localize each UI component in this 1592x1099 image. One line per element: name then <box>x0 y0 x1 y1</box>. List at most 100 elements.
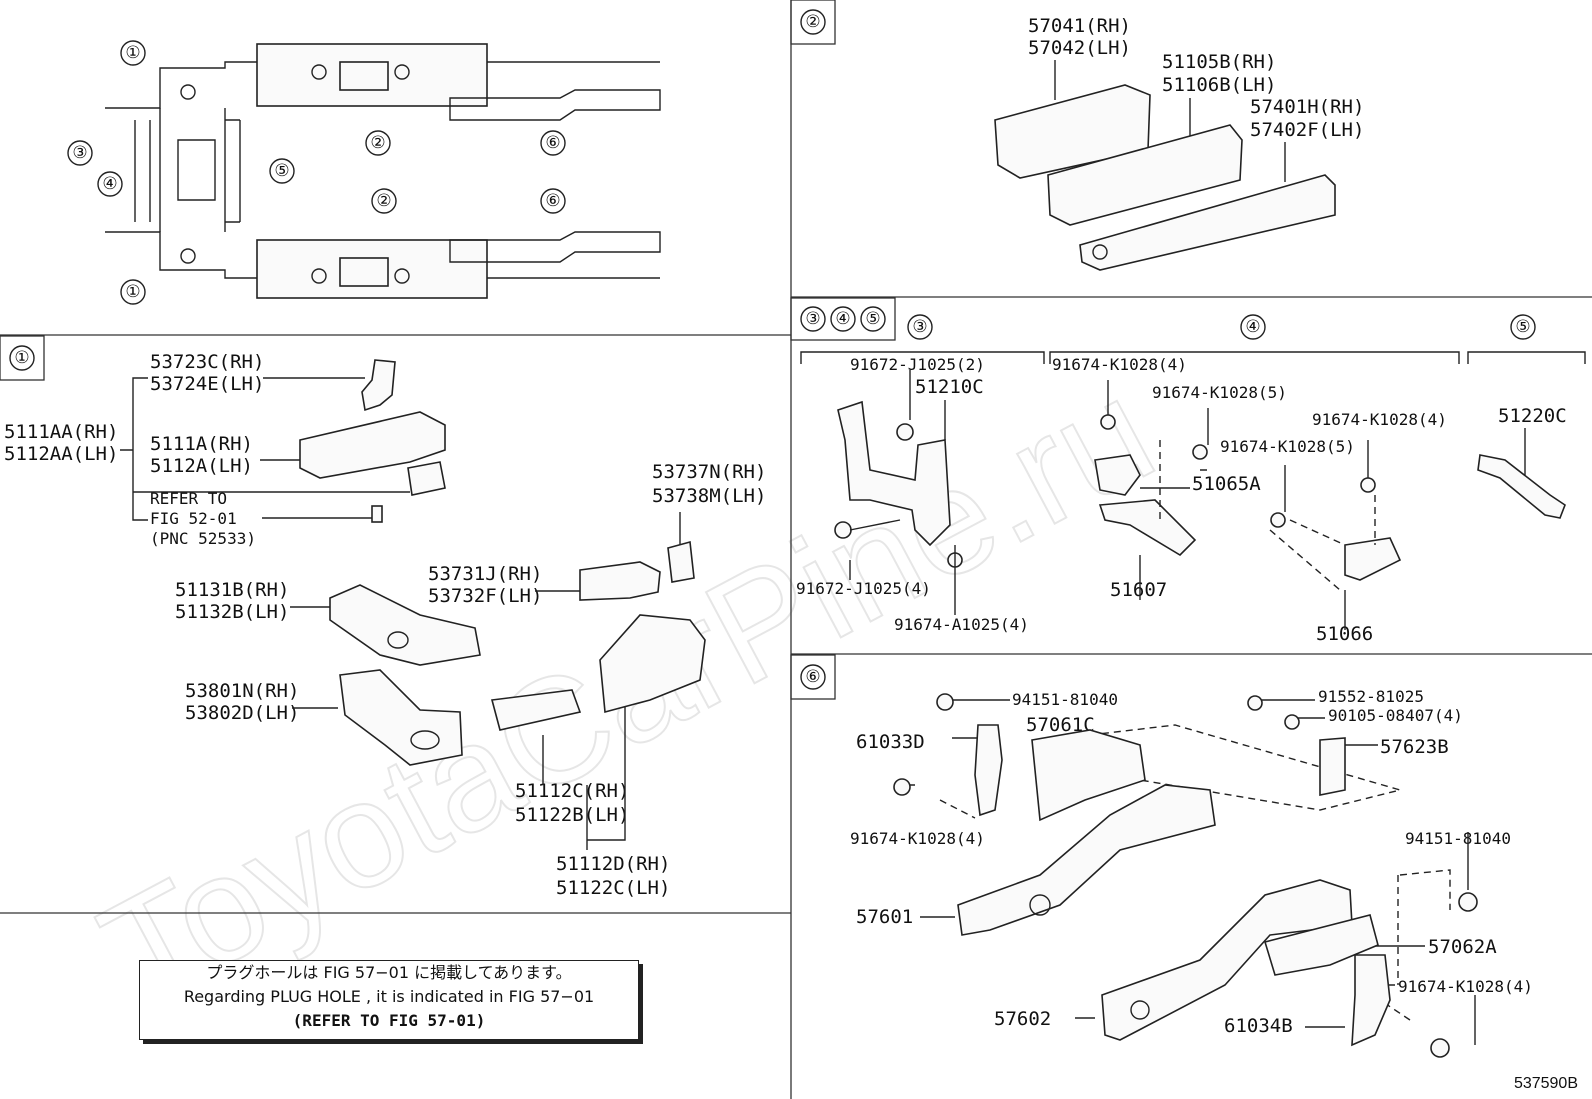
part-57623B <box>1319 737 1346 796</box>
part-plug <box>371 505 383 523</box>
part-53737N <box>667 540 695 583</box>
callout-1-bottom: ① <box>125 282 140 302</box>
part-53723C <box>361 359 396 412</box>
part-51220C <box>1477 454 1566 519</box>
label-57623B: 57623B <box>1380 736 1449 758</box>
label-61034B: 61034B <box>1224 1015 1293 1037</box>
label-5112AA: 5112AA(LH) <box>4 443 118 465</box>
diagram-code: 537590B <box>1513 1075 1578 1092</box>
label-53732F: 53732F(LH) <box>428 585 542 607</box>
part-51105B <box>1047 124 1243 226</box>
label-91674-K1028-4-d: 91674-K1028(4) <box>1398 977 1533 996</box>
plug-hole-note: プラグホールは FIG 57−01 に掲載してあります。 Regarding P… <box>139 960 639 1040</box>
label-51112C: 51112C(RH) <box>515 780 629 802</box>
part-5111A-bracket <box>407 461 446 496</box>
label-94151-81040-a: 94151-81040 <box>1012 690 1118 709</box>
panel-345-tag-4: ④ <box>835 309 850 329</box>
panel-345-tag-5: ⑤ <box>865 309 880 329</box>
note-line-jp: プラグホールは FIG 57−01 に掲載してあります。 <box>206 963 572 982</box>
label-51112D: 51112D(RH) <box>556 853 670 875</box>
bolt-91672-J1025-a <box>896 423 914 441</box>
panel-345-tag-3: ③ <box>805 309 820 329</box>
label-51106B: 51106B(LH) <box>1162 74 1276 96</box>
panel-2: ② 57041(RH) 57042(LH) 51105B(RH) 51106B(… <box>800 9 1364 271</box>
label-57602: 57602 <box>994 1008 1051 1030</box>
label-57041: 57041(RH) <box>1028 15 1131 37</box>
label-57601: 57601 <box>856 906 913 928</box>
panel-6: ⑥ 94151-81040 57061C 61033D 91674-K1028(… <box>800 664 1533 1058</box>
panel-1: ① 53723C(RH) 53724E(LH) 5111AA(RH) 5112A… <box>4 345 766 899</box>
part-51607 <box>1098 499 1197 557</box>
label-57061C: 57061C <box>1026 714 1095 736</box>
label-53802D: 53802D(LH) <box>185 702 299 724</box>
label-51066: 51066 <box>1316 623 1373 645</box>
frame-overview <box>105 43 661 299</box>
overview-callouts: ① ② ③ ④ ⑤ ⑥ ② ⑥ ① <box>67 40 566 305</box>
part-57401H <box>1079 174 1336 271</box>
label-53723C: 53723C(RH) <box>150 351 264 373</box>
label-91672-J1025-2: 91672-J1025(2) <box>850 355 985 374</box>
subpanel-3-tag: ③ <box>912 317 927 337</box>
label-fig-52-01: FIG 52-01 <box>150 509 237 528</box>
subpanel-5-tag: ⑤ <box>1515 317 1530 337</box>
label-5111AA: 5111AA(RH) <box>4 421 118 443</box>
label-51131B: 51131B(RH) <box>175 579 289 601</box>
label-pnc-52533: (PNC 52533) <box>150 529 256 548</box>
label-91552-81025: 91552-81025 <box>1318 687 1424 706</box>
label-91674-K1028-4-c: 91674-K1028(4) <box>850 829 985 848</box>
part-51065A <box>1094 454 1141 496</box>
callout-5: ⑤ <box>274 161 289 181</box>
part-51112D <box>599 614 706 714</box>
label-51220C: 51220C <box>1498 405 1567 427</box>
panel-6-tag: ⑥ <box>805 667 820 687</box>
callout-1-top: ① <box>125 43 140 63</box>
part-51131B <box>329 584 481 666</box>
label-91674-K1028-5-a: 91674-K1028(5) <box>1152 383 1287 402</box>
bolt-91674-K1028-d <box>1430 1038 1450 1058</box>
part-61033D <box>974 724 1003 817</box>
label-5111A: 5111A(RH) <box>150 433 253 455</box>
part-57601 <box>957 784 1216 936</box>
panel-1-tag: ① <box>14 348 29 368</box>
panel-2-tag: ② <box>805 12 820 32</box>
part-61034B <box>1351 954 1391 1047</box>
note-line-en: Regarding PLUG HOLE , it is indicated in… <box>183 987 595 1006</box>
label-94151-81040-b: 94151-81040 <box>1405 829 1511 848</box>
part-51066 <box>1344 537 1402 581</box>
part-51210C <box>837 400 951 547</box>
label-57401H: 57401H(RH) <box>1250 96 1364 118</box>
panel-345: ③ ④ ⑤ ③ ④ ⑤ 91672-J1025(2) 51210C 91672-… <box>796 306 1586 645</box>
callout-3: ③ <box>72 143 87 163</box>
label-53731J: 53731J(RH) <box>428 563 542 585</box>
label-51607: 51607 <box>1110 579 1167 601</box>
part-57062A <box>1263 914 1379 976</box>
label-refer-to: REFER TO <box>150 489 227 508</box>
subpanel-4-tag: ④ <box>1245 317 1260 337</box>
part-57061C <box>1031 729 1146 822</box>
label-51065A: 51065A <box>1192 473 1261 495</box>
nut-94151-81040-b <box>1458 892 1478 912</box>
label-91674-A1025-4: 91674-A1025(4) <box>894 615 1029 634</box>
label-91674-K1028-4-b: 91674-K1028(4) <box>1312 410 1447 429</box>
callout-2-top: ② <box>370 133 385 153</box>
callout-6-bottom: ⑥ <box>545 191 560 211</box>
part-53801N <box>339 669 463 766</box>
label-51105B: 51105B(RH) <box>1162 51 1276 73</box>
part-53731J <box>579 561 661 601</box>
label-91674-K1028-4-a: 91674-K1028(4) <box>1052 355 1187 374</box>
bolt-91674-K1028-c <box>893 778 911 796</box>
label-90105-08407: 90105-08407(4) <box>1328 706 1463 725</box>
label-51122B: 51122B(LH) <box>515 804 629 826</box>
bolt-91672-J1025-b <box>834 521 852 539</box>
callout-4: ④ <box>102 174 117 194</box>
callout-6-top: ⑥ <box>545 133 560 153</box>
label-57042: 57042(LH) <box>1028 37 1131 59</box>
label-53738M: 53738M(LH) <box>652 485 766 507</box>
label-51210C: 51210C <box>915 376 984 398</box>
label-91672-J1025-4: 91672-J1025(4) <box>796 579 931 598</box>
label-57402F: 57402F(LH) <box>1250 119 1364 141</box>
label-53724E: 53724E(LH) <box>150 373 264 395</box>
